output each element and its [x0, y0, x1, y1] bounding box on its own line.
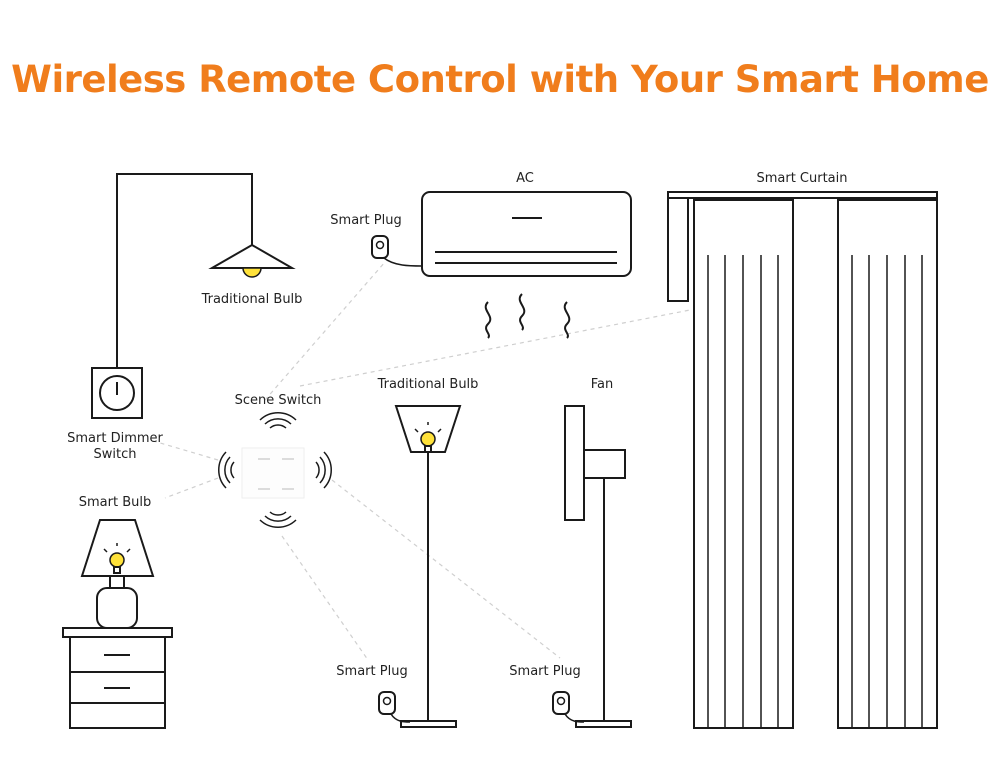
smart-plug-floor-cord — [390, 713, 411, 723]
smart-plug-floor-lamp — [378, 691, 411, 723]
smart-curtain — [667, 191, 938, 729]
pendant-wire — [116, 173, 253, 368]
nightstand-bottom — [69, 702, 166, 729]
nightstand — [62, 627, 173, 729]
floor-lamp-bulb-base — [424, 445, 432, 453]
signal-line-curtain — [299, 309, 691, 387]
signal-wave-right-icon — [315, 451, 332, 489]
airflow-wave-2-icon — [518, 293, 526, 331]
smart-plug-ac-body — [371, 235, 389, 259]
scene-switch — [218, 412, 332, 528]
fan-motor — [583, 449, 626, 479]
floor-lamp-shade — [394, 405, 462, 453]
label-smart-dimmer-switch-line1: Smart Dimmer — [67, 431, 163, 446]
smart-plug-floor-body — [378, 691, 396, 715]
pendant-lamp — [116, 173, 296, 368]
signal-line-ac-plug — [264, 261, 386, 401]
fan-head — [564, 405, 585, 521]
smart-plug-floor-socket-icon — [382, 696, 392, 706]
signal-line-fan-plug — [331, 479, 561, 659]
label-smart-bulb: Smart Bulb — [79, 495, 151, 510]
label-scene-switch: Scene Switch — [235, 393, 322, 408]
fan-base — [575, 720, 632, 728]
table-lamp-body — [96, 587, 138, 629]
smart-plug-fan-socket-icon — [556, 696, 566, 706]
smart-plug-ac-socket-icon — [375, 240, 385, 250]
dimmer-knob-icon — [99, 375, 135, 411]
signal-line-dimmer — [149, 439, 219, 461]
label-smart-plug-ac: Smart Plug — [330, 213, 401, 228]
floor-lamp-base — [400, 720, 457, 728]
curtain-rail — [667, 191, 938, 199]
label-smart-plug-floor-lamp: Smart Plug — [336, 664, 407, 679]
label-traditional-bulb-floor: Traditional Bulb — [377, 377, 479, 392]
fan — [564, 405, 632, 728]
label-traditional-bulb-pendant: Traditional Bulb — [201, 292, 303, 307]
floor-lamp-bulb-icon — [420, 431, 436, 447]
pendant-bulb-icon — [242, 267, 262, 278]
smart-plug-fan-cord — [564, 713, 585, 723]
smart-dimmer-switch — [91, 367, 143, 419]
airflow-wave-1-icon — [484, 301, 492, 339]
smart-plug-ac — [371, 235, 423, 267]
label-smart-plug-fan: Smart Plug — [509, 664, 580, 679]
signal-lines — [149, 261, 691, 661]
scene-switch-plate — [241, 447, 305, 499]
signal-wave-top-icon — [259, 412, 297, 429]
page-title: Wireless Remote Control with Your Smart … — [11, 58, 989, 101]
label-smart-dimmer-switch-line2: Switch — [94, 447, 137, 462]
label-fan: Fan — [591, 377, 614, 392]
smart-bulb-base — [113, 566, 121, 574]
signal-wave-bottom-icon — [259, 511, 297, 528]
floor-lamp — [394, 405, 462, 728]
smart-plug-ac-cord — [383, 257, 423, 267]
nightstand-top — [62, 627, 173, 638]
table-lamp-shade — [80, 519, 155, 577]
curtain-motor — [667, 197, 689, 302]
pendant-shade — [208, 243, 296, 269]
smart-bulb-icon — [109, 552, 125, 568]
air-conditioner — [421, 191, 632, 339]
signal-line-floor-plug — [281, 535, 369, 661]
signal-wave-left-icon — [218, 451, 235, 489]
label-ac: AC — [516, 171, 534, 186]
signal-line-smart-bulb — [164, 477, 219, 499]
dimmer-switch-plate — [91, 367, 143, 419]
ac-body — [421, 191, 632, 277]
airflow-wave-3-icon — [563, 301, 571, 339]
table-lamp-neck — [109, 575, 125, 589]
smart-plug-fan — [552, 691, 585, 723]
smart-plug-fan-body — [552, 691, 570, 715]
table-lamp — [80, 519, 155, 629]
label-smart-curtain: Smart Curtain — [756, 171, 847, 186]
